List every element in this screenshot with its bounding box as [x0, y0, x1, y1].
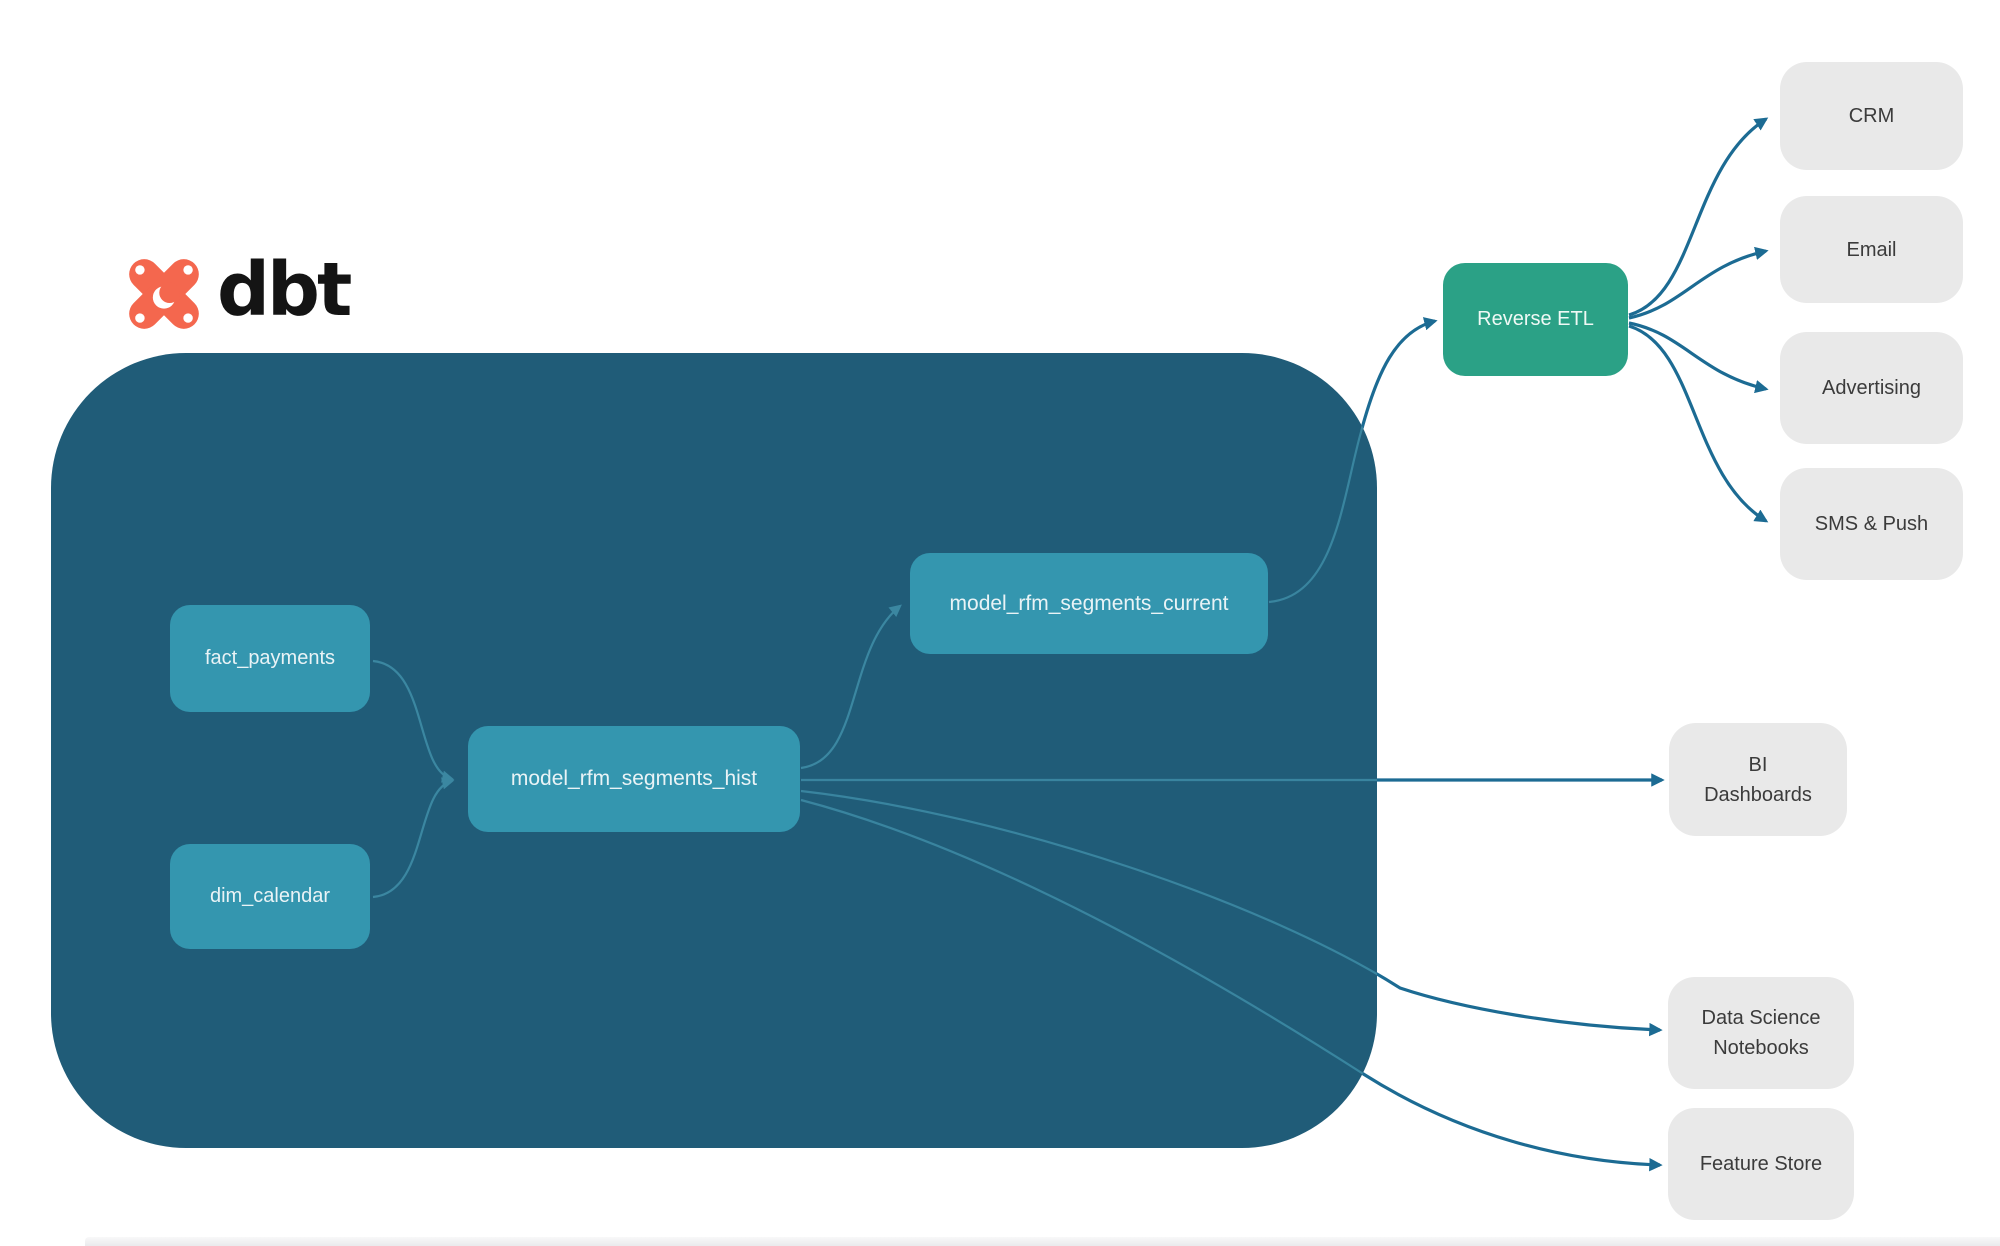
node-label: BI Dashboards [1704, 753, 1812, 806]
node-dim-calendar: dim_calendar [170, 844, 370, 949]
node-fact-payments: fact_payments [170, 605, 370, 712]
node-data-science-notebooks: Data Science Notebooks [1668, 977, 1854, 1089]
dbt-logo-text: dbt [217, 247, 352, 333]
node-label: fact_payments [204, 647, 336, 669]
edge-reverse-etl-to-advertising [1628, 321, 1769, 394]
node-label: CRM [1848, 105, 1895, 127]
node-label: Email [1846, 238, 1897, 261]
edge-reverse-etl-to-email [1628, 246, 1769, 320]
dbt-logo: dbt [121, 247, 352, 337]
dbt-logo-icon [129, 259, 199, 329]
node-reverse-etl: Reverse ETL [1443, 263, 1628, 376]
node-advertising: Advertising [1780, 332, 1963, 444]
node-label: Reverse ETL [1477, 308, 1594, 330]
edge-reverse-etl-to-sms-push [1628, 324, 1769, 523]
edge-reverse-etl-to-crm [1628, 117, 1769, 317]
node-label: SMS & Push [1814, 513, 1929, 535]
node-email: Email [1780, 196, 1963, 303]
node-label: Advertising [1822, 377, 1921, 399]
node-label: Feature Store [1699, 1153, 1823, 1175]
node-model-rfm-segments-current: model_rfm_segments_current [910, 553, 1268, 654]
node-model-rfm-segments-hist: model_rfm_segments_hist [468, 726, 800, 832]
node-crm: CRM [1780, 62, 1963, 170]
node-bi-dashboards: BI Dashboards [1669, 723, 1847, 836]
bottom-edge-shadow [85, 1237, 2000, 1246]
node-label: dim_calendar [209, 885, 331, 907]
node-label: model_rfm_segments_hist [510, 767, 758, 790]
node-feature-store: Feature Store [1668, 1108, 1854, 1220]
node-sms-push: SMS & Push [1780, 468, 1963, 580]
node-label: model_rfm_segments_current [949, 591, 1229, 615]
node-label: Data Science Notebooks [1701, 1007, 1821, 1059]
